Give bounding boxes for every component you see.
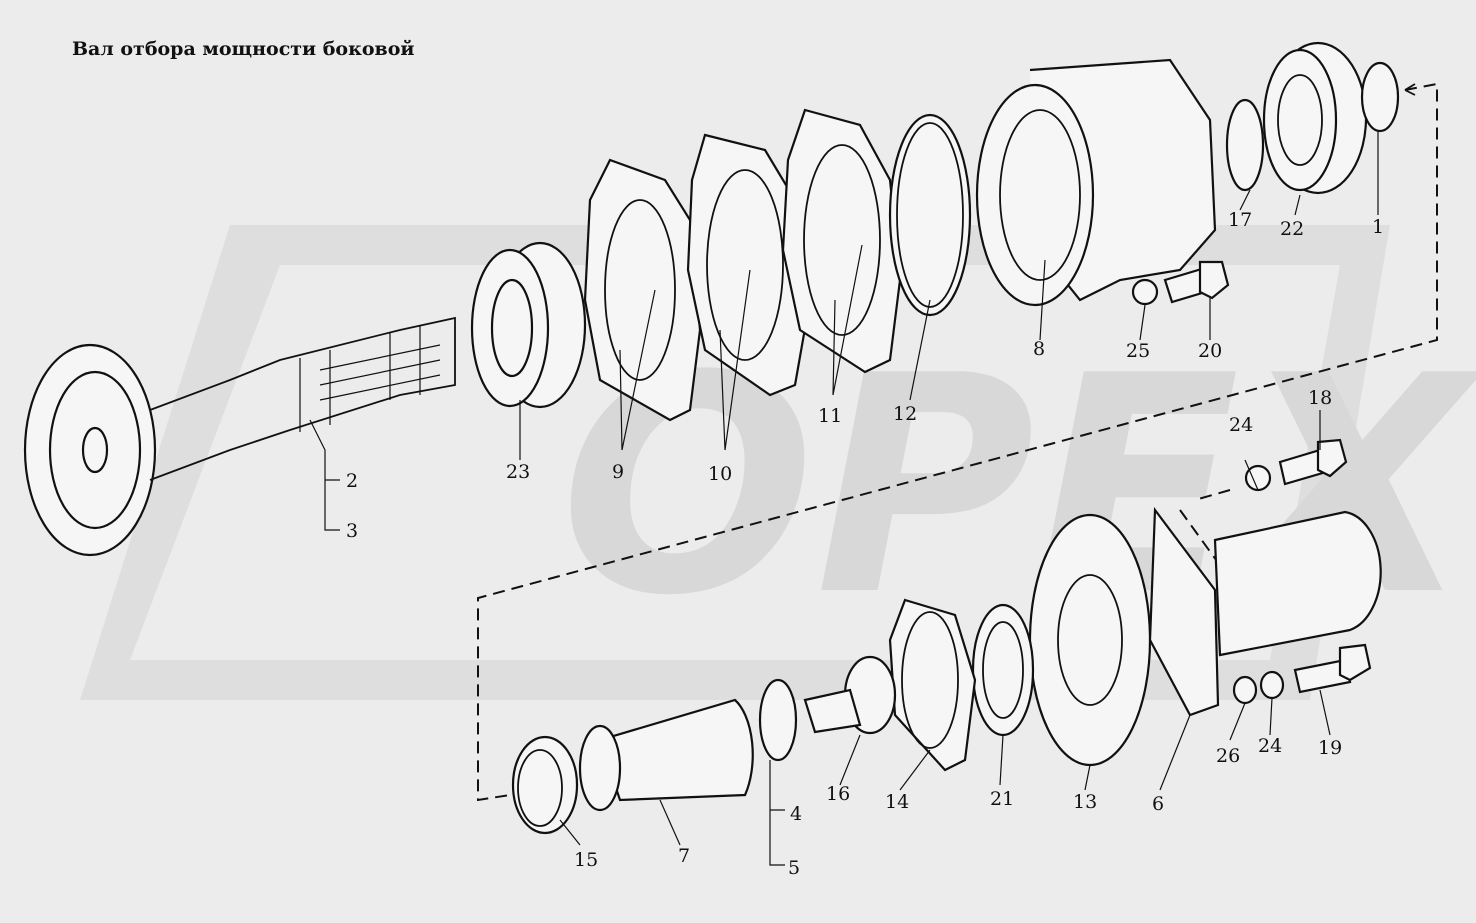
o-ring-12 (888, 113, 972, 317)
bearing-22-group (1225, 41, 1400, 195)
callout-20: 20 (1198, 340, 1222, 362)
bolt-20 (1131, 260, 1230, 306)
callout-11: 11 (818, 405, 842, 427)
bearing-23 (470, 241, 587, 409)
gaskets-9-10-11 (583, 108, 902, 422)
callout-24-bottom: 24 (1258, 735, 1282, 757)
callout-15: 15 (574, 849, 598, 871)
callout-25: 25 (1126, 340, 1150, 362)
callout-18: 18 (1308, 387, 1332, 409)
callout-12: 12 (893, 403, 917, 425)
callout-16: 16 (826, 783, 850, 805)
callout-numbers: 1 2 3 4 5 6 7 8 9 10 11 12 13 14 15 16 1… (346, 209, 1384, 879)
shaft-with-gear (23, 316, 456, 557)
callout-5: 5 (788, 857, 800, 879)
callout-19: 19 (1318, 737, 1342, 759)
callout-21: 21 (990, 788, 1014, 810)
bolt-18 (1244, 438, 1348, 492)
callout-4: 4 (790, 803, 802, 825)
callout-1: 1 (1372, 216, 1384, 238)
callout-23: 23 (506, 461, 530, 483)
callout-14: 14 (885, 791, 909, 813)
housing-8 (975, 58, 1217, 307)
page-title: Вал отбора мощности боковой (72, 38, 415, 60)
callout-9: 9 (612, 461, 624, 483)
cover-13 (1028, 506, 1382, 767)
bolt-19 (1232, 643, 1372, 705)
callout-22: 22 (1280, 218, 1304, 240)
callout-13: 13 (1073, 791, 1097, 813)
callout-3: 3 (346, 520, 358, 542)
callout-6: 6 (1152, 793, 1164, 815)
callout-7: 7 (678, 845, 690, 867)
assembly-axis-lines (477, 82, 1438, 802)
lower-parts (511, 598, 1035, 835)
callout-8: 8 (1033, 338, 1045, 360)
callout-17: 17 (1228, 209, 1252, 231)
callout-24-top: 24 (1229, 414, 1253, 436)
callout-2: 2 (346, 470, 358, 492)
callout-26: 26 (1216, 745, 1240, 767)
callout-10: 10 (708, 463, 732, 485)
leader-lines (309, 130, 1379, 866)
